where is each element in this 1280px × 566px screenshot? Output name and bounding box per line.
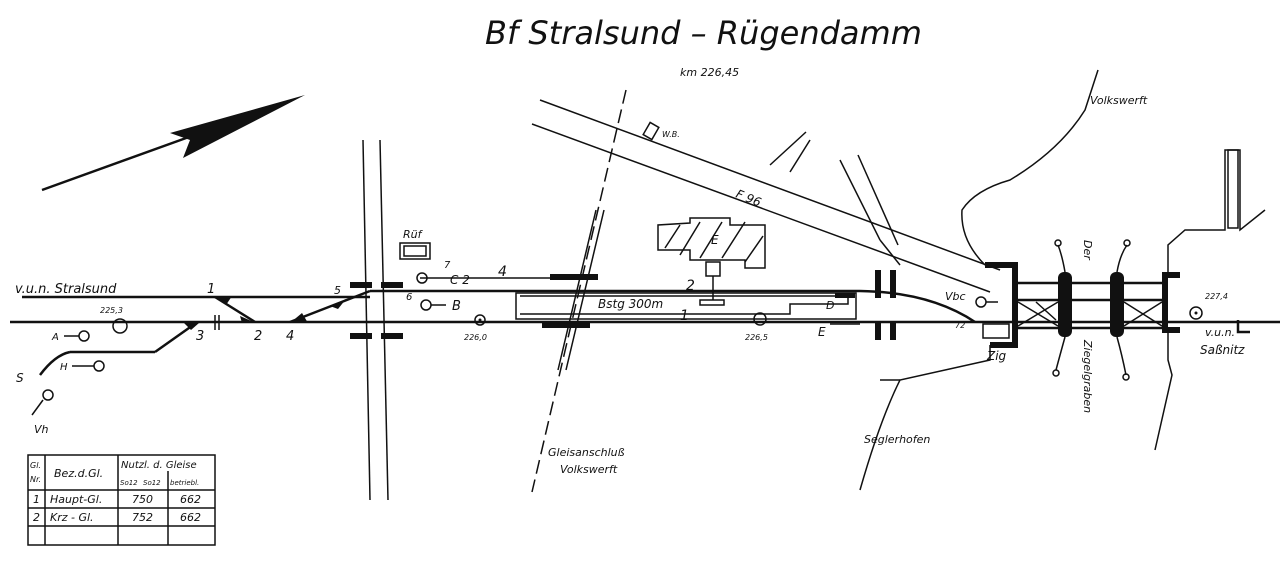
- shoreline: Seglerhofen: [859, 69, 1266, 491]
- sassnitz-label: Saßnitz: [1200, 343, 1245, 357]
- table-head-gl: Gl.: [30, 461, 41, 470]
- switch-3: 3: [196, 329, 204, 344]
- volkswerft-label: Volkswerft: [1090, 94, 1148, 107]
- road-f96: F 96: [531, 99, 1001, 293]
- km-227-4: 227,4: [1205, 292, 1228, 301]
- km-226-0: 226,0: [464, 333, 487, 342]
- track-4-label: 4: [498, 264, 507, 280]
- wb-label: W.B.: [662, 130, 680, 139]
- track-1-label: 1: [680, 308, 689, 324]
- signal-e: E: [818, 325, 826, 339]
- signal-b: B: [452, 299, 461, 314]
- switch-4: 4: [286, 329, 294, 344]
- track-table: Gl. Nr. Bez.d.Gl. Nutzl. d. Gleise So12 …: [27, 454, 216, 546]
- signal-c2: C 2: [450, 273, 470, 287]
- table-cell: 662: [180, 493, 201, 506]
- track-2-label: 2: [686, 278, 695, 294]
- sassnitz-vun-label: v.u.n.: [1205, 326, 1235, 339]
- der-label: Der: [1081, 240, 1094, 261]
- signal-d: D: [826, 299, 834, 312]
- table-head-nr: Nr.: [30, 475, 41, 484]
- stralsund-label: v.u.n. Stralsund: [15, 282, 117, 297]
- switch-numbers: 1 2 3 4 5 6 7 72: [196, 260, 965, 344]
- table-cell: 662: [180, 511, 201, 524]
- ziegelgraben-label: Ziegelgraben: [1081, 339, 1094, 413]
- signal-s: S: [16, 371, 24, 385]
- signal-a: A: [51, 332, 59, 343]
- table-head-sub2: So12: [143, 479, 161, 487]
- gleisanschluss-label: Gleisanschluß: [548, 446, 625, 459]
- table-head-sub1: So12: [120, 479, 138, 487]
- platform-label: Bstg 300m: [598, 297, 663, 311]
- signal-vbc: Vbc: [945, 290, 966, 303]
- km-label: km 226,45: [680, 66, 739, 79]
- ruf-label: Rüf: [403, 228, 424, 241]
- f96-label: F 96: [734, 187, 764, 210]
- table-head-bez: Bez.d.Gl.: [54, 467, 103, 480]
- road-vertical: [350, 139, 403, 501]
- signal-vh: Vh: [34, 423, 49, 436]
- table-cell: Krz - Gl.: [50, 511, 94, 524]
- table-cell: 752: [132, 511, 153, 524]
- signal-h: H: [60, 362, 68, 373]
- switch-6: 6: [406, 292, 412, 303]
- switch-1: 1: [207, 282, 215, 297]
- zig-label: Zig: [986, 349, 1007, 363]
- km-225-3: 225,3: [100, 306, 123, 315]
- gleisanschluss-volkswerft-label: Volkswerft: [560, 463, 618, 476]
- seglerhofen-label: Seglerhofen: [864, 433, 930, 446]
- wb-building: [642, 121, 660, 141]
- switch-72: 72: [955, 321, 965, 330]
- switch-5: 5: [334, 284, 341, 297]
- table-head-betriebl: betriebl.: [170, 479, 199, 487]
- table-cell: 2: [33, 511, 40, 524]
- diagram-title: Bf Stralsund – Rügendamm: [485, 14, 922, 52]
- table-cell: 750: [132, 493, 153, 506]
- table-cell: Haupt-Gl.: [50, 493, 102, 506]
- table-head-nutzl: Nutzl. d. Gleise: [121, 460, 197, 471]
- switch-7: 7: [444, 260, 451, 271]
- rugendamm-bridge: Zig Der Ziegelgraben v.u.n. Saßnitz: [982, 239, 1250, 413]
- table-cell: 1: [33, 493, 40, 506]
- switch-2: 2: [254, 329, 262, 344]
- signals: 225,3 226,0 226,5 227,4 A H B C 2 D E Vb…: [16, 272, 1228, 436]
- ruf-box: [399, 242, 431, 260]
- building-e-label: E: [711, 233, 719, 247]
- station-building: E: [657, 217, 766, 300]
- km-226-5: 226,5: [745, 333, 768, 342]
- direction-arrow-icon: [41, 95, 305, 192]
